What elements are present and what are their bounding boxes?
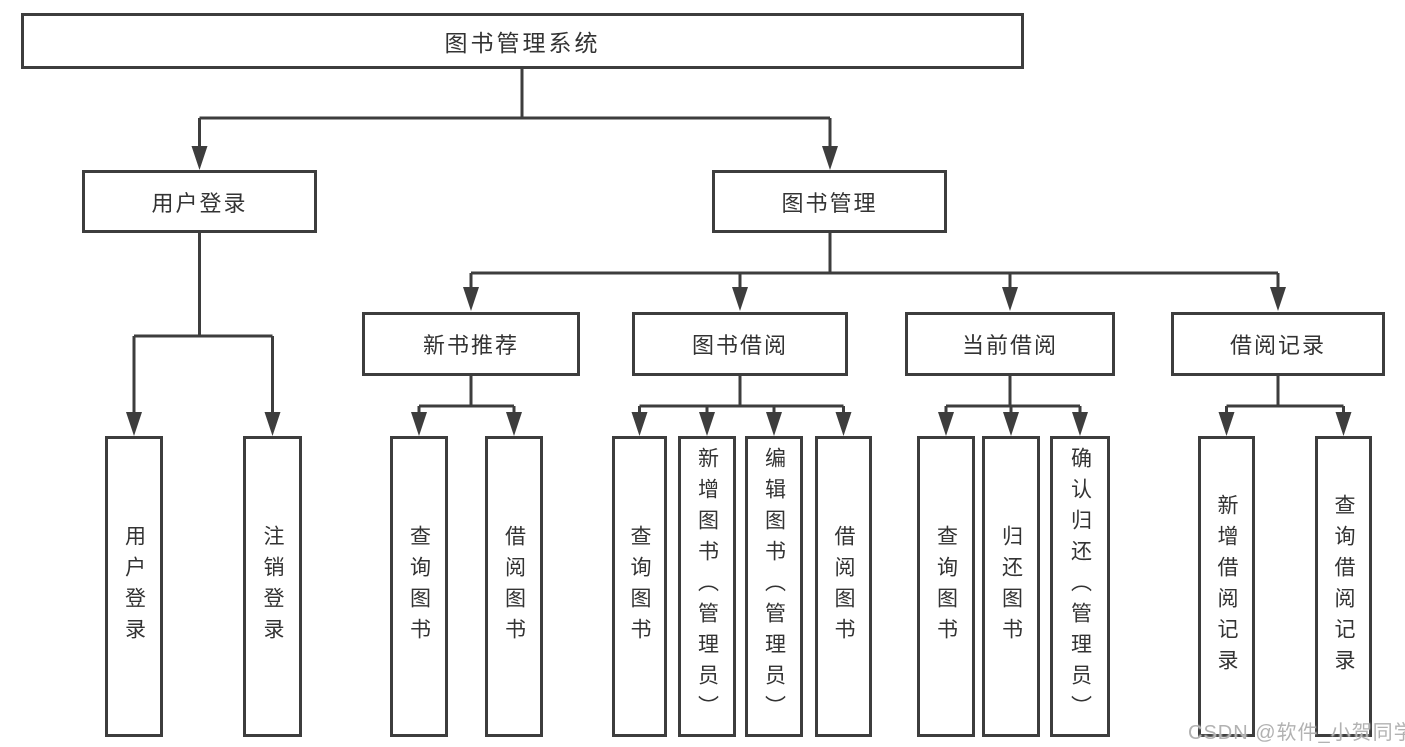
leaf-query-books-3-label: 查询图书 — [934, 524, 958, 649]
leaf-logout: 注销登录 — [243, 436, 302, 737]
leaf-borrow-books-2: 借阅图书 — [815, 436, 872, 737]
node-new-book-recommend: 新书推荐 — [362, 312, 580, 376]
leaf-edit-books-admin: 编辑图书（管理员） — [745, 436, 803, 737]
node-current-borrow-label: 当前借阅 — [961, 333, 1058, 358]
watermark: CSDN @软件_小贺同学 — [1188, 722, 1405, 744]
leaf-confirm-return-admin: 确认归还（管理员） — [1050, 436, 1110, 737]
node-borrow-records-label: 借阅记录 — [1229, 333, 1326, 358]
leaf-add-borrow-record-label: 新增借阅记录 — [1215, 493, 1238, 680]
node-user-login-label: 用户登录 — [151, 190, 248, 216]
node-book-borrow-label: 图书借阅 — [691, 333, 788, 358]
leaf-user-login: 用户登录 — [105, 436, 163, 737]
leaf-return-books-label: 归还图书 — [999, 524, 1023, 649]
leaf-query-books-2: 查询图书 — [612, 436, 667, 737]
leaf-borrow-books-2-label: 借阅图书 — [832, 524, 855, 649]
leaf-logout-label: 注销登录 — [261, 524, 284, 649]
leaf-query-books-2-label: 查询图书 — [628, 524, 651, 649]
leaf-confirm-return-admin-label: 确认归还（管理员） — [1068, 447, 1092, 726]
leaf-query-books-3: 查询图书 — [917, 436, 975, 737]
leaf-user-login-label: 用户登录 — [122, 524, 146, 649]
leaf-query-books-1-label: 查询图书 — [407, 524, 431, 649]
node-new-book-recommend-label: 新书推荐 — [422, 333, 519, 358]
leaf-edit-books-admin-label: 编辑图书（管理员） — [762, 447, 786, 726]
node-borrow-records: 借阅记录 — [1171, 312, 1385, 376]
leaf-query-borrow-record: 查询借阅记录 — [1315, 436, 1372, 737]
node-book-management-label: 图书管理 — [781, 190, 878, 216]
leaf-borrow-books-1-label: 借阅图书 — [502, 524, 526, 649]
node-user-login: 用户登录 — [82, 170, 317, 233]
leaf-add-books-admin: 新增图书（管理员） — [678, 436, 736, 737]
leaf-add-books-admin-label: 新增图书（管理员） — [695, 447, 719, 726]
node-root: 图书管理系统 — [21, 13, 1024, 69]
node-current-borrow: 当前借阅 — [905, 312, 1115, 376]
node-book-management: 图书管理 — [712, 170, 947, 233]
leaf-query-borrow-record-label: 查询借阅记录 — [1332, 493, 1355, 680]
leaf-query-books-1: 查询图书 — [390, 436, 448, 737]
leaf-borrow-books-1: 借阅图书 — [485, 436, 543, 737]
node-root-label: 图书管理系统 — [444, 30, 601, 56]
leaf-add-borrow-record: 新增借阅记录 — [1198, 436, 1255, 737]
leaf-return-books: 归还图书 — [982, 436, 1040, 737]
node-book-borrow: 图书借阅 — [632, 312, 848, 376]
